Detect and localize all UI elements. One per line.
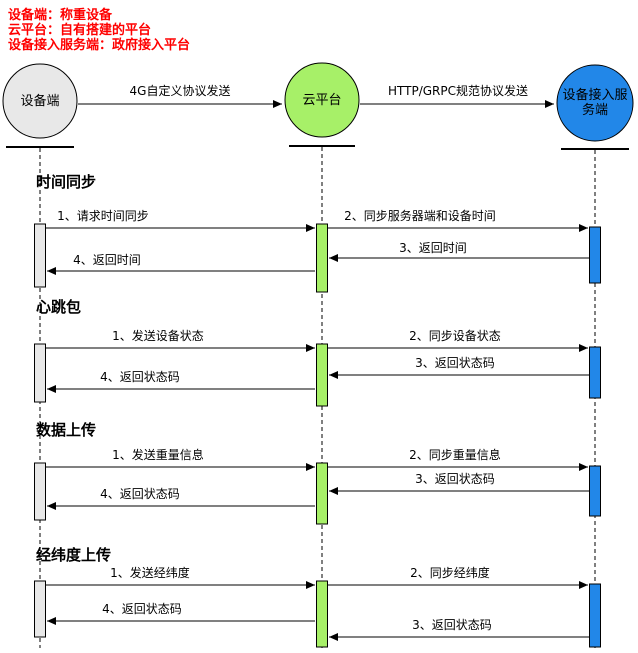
s2-service-activation-bar: [589, 346, 601, 399]
s2-device-activation-bar: [34, 343, 46, 403]
message-label: 3、返回状态码: [415, 356, 495, 370]
message-label: 2、同步经纬度: [410, 566, 490, 580]
s4-cloud-activation-bar: [316, 580, 328, 648]
message-label: 3、返回时间: [399, 241, 467, 255]
s2-cloud-activation-bar: [316, 343, 328, 407]
message-label: 4、返回状态码: [100, 370, 180, 384]
section-title: 经纬度上传: [36, 546, 112, 564]
message-label: 1、请求时间同步: [57, 209, 149, 223]
message-label: 3、返回状态码: [412, 618, 492, 632]
legend-line-service: 设备接入服务端：政府接入平台: [8, 38, 191, 53]
section-title: 数据上传: [36, 421, 97, 439]
s3-device-activation-bar: [34, 462, 46, 521]
message-label: 2、同步设备状态: [409, 329, 501, 343]
section-title: 时间同步: [36, 173, 97, 191]
cloud-actor-label: 云平台: [302, 93, 342, 108]
s4-service-activation-bar: [589, 583, 601, 648]
device-actor-label: 设备端: [20, 94, 60, 109]
s4-device-activation-bar: [34, 580, 46, 638]
message-label: 3、返回状态码: [415, 472, 495, 486]
message-label: 1、发送经纬度: [110, 566, 190, 580]
message-label: 1、发送设备状态: [112, 329, 204, 343]
s3-cloud-activation-bar: [316, 462, 328, 525]
message-label: 4、返回状态码: [100, 487, 180, 501]
message-label: 1、发送重量信息: [112, 448, 204, 462]
device-actor-circle: [2, 63, 78, 139]
cloud-actor-circle: [284, 62, 360, 138]
message-label: 4、返回状态码: [102, 602, 182, 616]
s3-service-activation-bar: [589, 465, 601, 517]
message-label: 2、同步重量信息: [409, 448, 501, 462]
device-to-cloud-protocol-label: 4G自定义协议发送: [129, 84, 231, 98]
legend-line-device: 设备端：称重设备: [8, 8, 113, 23]
s1-cloud-activation-bar: [316, 223, 328, 293]
s1-service-activation-bar: [589, 226, 601, 284]
message-label: 2、同步服务器端和设备时间: [344, 209, 496, 223]
section-title: 心跳包: [36, 298, 82, 316]
service-actor-circle: [556, 64, 634, 142]
legend-line-cloud: 云平台：自有搭建的平台: [8, 23, 152, 38]
cloud-to-service-protocol-label: HTTP/GRPC规范协议发送: [387, 84, 528, 98]
service-actor-label: 设备接入服务端: [562, 88, 628, 118]
s1-device-activation-bar: [34, 223, 46, 288]
message-label: 4、返回时间: [73, 253, 141, 267]
